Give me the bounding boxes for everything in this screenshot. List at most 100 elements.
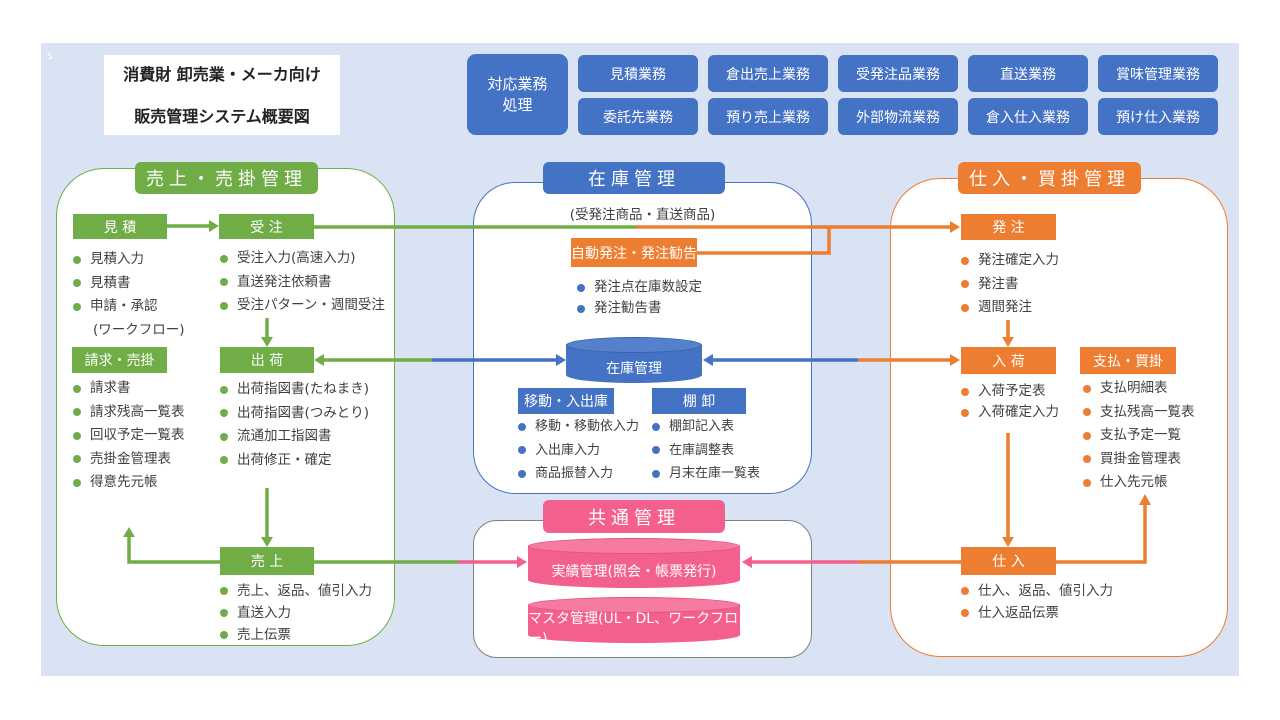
billing-box: 請求・売掛 [72, 347, 167, 373]
list-item-text: 売上伝票 [237, 627, 291, 643]
list-item-text: 発注点在庫数設定 [594, 279, 702, 295]
list-item-text: 見積入力 [90, 251, 144, 267]
shipping-box: 出 荷 [220, 347, 314, 373]
list-item-text: 月末在庫一覧表 [669, 466, 761, 481]
movement-list: 移動・移動依入力 入出庫入力 商品振替入力 [518, 415, 639, 486]
list-item-text: 請求書 [90, 380, 131, 396]
bullet-icon [961, 303, 969, 312]
list-item: 発注勧告書 [577, 298, 702, 319]
list-item: 出荷指図書(たねまき) [220, 378, 369, 402]
master-database: マスタ管理(UL・DL、ワークフロー) [528, 597, 740, 647]
database-top [566, 337, 702, 353]
operation-chip: 預け仕入業務 [1098, 98, 1218, 135]
bullet-icon [220, 609, 228, 617]
bullet-icon [73, 279, 81, 288]
bullet-icon [518, 469, 526, 478]
operation-chip: 受発注品業務 [838, 55, 958, 92]
bullet-icon [577, 304, 585, 313]
corner-mark: S [47, 52, 53, 62]
list-item-text: 流通加工指図書 [237, 428, 332, 444]
receiving-box: 入 荷 [961, 347, 1056, 374]
stocktake-list: 棚卸記入表 在庫調整表 月末在庫一覧表 [652, 415, 760, 486]
list-item: 棚卸記入表 [652, 415, 760, 439]
auto-order-box: 自動発注・発注勧告 [571, 238, 697, 267]
list-item: 月末在庫一覧表 [652, 462, 760, 486]
list-item-text: 移動・移動依入力 [535, 419, 640, 434]
sales-panel-title: 売上・売掛管理 [135, 162, 318, 194]
bullet-icon [961, 587, 969, 595]
bullet-icon [961, 387, 969, 396]
stocktake-box: 棚 卸 [652, 388, 746, 414]
list-item-text: 発注書 [978, 275, 1019, 292]
list-item-text: 仕入、返品、値引入力 [978, 583, 1113, 599]
list-item: 売上伝票 [220, 624, 372, 646]
list-item-text: 売掛金管理表 [90, 450, 171, 467]
list-item: 受注パターン・週間受注 [220, 294, 385, 318]
bullet-icon [961, 256, 969, 265]
supported-operations-label: 対応業務 処理 [467, 54, 568, 135]
list-item: 在庫調整表 [652, 439, 760, 463]
list-item: 支払明細表 [1083, 377, 1195, 401]
bullet-icon [220, 301, 228, 310]
bullet-icon [518, 422, 526, 431]
bullet-icon [73, 478, 81, 487]
estimate-list: 見積入力 見積書 申請・承認 (ワークフロー) [73, 248, 185, 342]
list-item-text: 受注入力(高速入力) [237, 250, 356, 266]
bullet-icon [1083, 384, 1091, 393]
purchase-panel [890, 178, 1228, 657]
bullet-icon [220, 385, 228, 394]
list-item: 請求残高一覧表 [73, 401, 185, 425]
list-item: 仕入、返品、値引入力 [961, 580, 1113, 602]
bullet-icon [220, 631, 228, 639]
sales-entry-list: 売上、返品、値引入力 直送入力 売上伝票 [220, 580, 372, 646]
diagram-title: 消費財 卸売業・メーカ向け 販売管理システム概要図 [104, 55, 340, 135]
bullet-icon [577, 283, 585, 292]
list-item: 回収予定一覧表 [73, 424, 185, 448]
list-item-text: 仕入先元帳 [1100, 474, 1168, 490]
shipping-list: 出荷指図書(たねまき) 出荷指図書(つみとり) 流通加工指図書 出荷修正・確定 [220, 378, 369, 472]
list-item: 仕入返品伝票 [961, 602, 1113, 624]
list-item-text: 在庫調整表 [669, 442, 735, 458]
order-box: 受 注 [219, 214, 314, 239]
list-item-text: 仕入返品伝票 [978, 605, 1059, 621]
bullet-icon [652, 422, 660, 431]
operation-chip: 倉出売上業務 [708, 55, 828, 92]
operation-chip: 預り売上業務 [708, 98, 828, 135]
list-item: 請求書 [73, 377, 185, 401]
list-item-text: 棚卸記入表 [669, 419, 735, 434]
list-item: 支払残高一覧表 [1083, 401, 1195, 425]
list-item: 出荷修正・確定 [220, 449, 369, 473]
database-top [528, 597, 740, 613]
inventory-panel-title: 在庫管理 [543, 162, 725, 194]
bullet-icon [961, 280, 969, 289]
list-item: 仕入先元帳 [1083, 471, 1195, 495]
list-item-text: 入荷予定表 [978, 383, 1046, 399]
list-item: 得意先元帳 [73, 471, 185, 495]
operation-chip: 外部物流業務 [838, 98, 958, 135]
list-item: 見積入力 [73, 248, 185, 272]
operation-chip: 倉入仕入業務 [968, 98, 1088, 135]
list-item: 直送発注依頼書 [220, 271, 385, 295]
operation-chip: 委託先業務 [578, 98, 698, 135]
operation-chip: 賞味管理業務 [1098, 55, 1218, 92]
order-list: 受注入力(高速入力) 直送発注依頼書 受注パターン・週間受注 [220, 247, 385, 318]
list-item: 移動・移動依入力 [518, 415, 639, 439]
list-item-text: 支払残高一覧表 [1100, 403, 1195, 420]
common-panel-title: 共通管理 [543, 500, 725, 533]
list-item: 売掛金管理表 [73, 448, 185, 472]
operation-chip: 直送業務 [968, 55, 1088, 92]
ops-label-line-2: 処理 [502, 95, 533, 114]
ops-label-line-1: 対応業務 [487, 74, 548, 93]
bullet-icon [961, 609, 969, 617]
purchase-panel-title: 仕入・買掛管理 [958, 162, 1141, 194]
list-item: 申請・承認 [73, 295, 185, 319]
bullet-icon [220, 587, 228, 595]
bullet-icon [652, 469, 660, 478]
list-item: 発注書 [961, 273, 1059, 297]
purchase-entry-list: 仕入、返品、値引入力 仕入返品伝票 [961, 580, 1113, 624]
list-item-continuation: (ワークフロー) [93, 321, 185, 338]
bullet-icon [220, 278, 228, 287]
list-item: 発注確定入力 [961, 249, 1059, 273]
list-item-text: 買掛金管理表 [1100, 450, 1181, 467]
list-item: 支払予定一覧 [1083, 424, 1195, 448]
